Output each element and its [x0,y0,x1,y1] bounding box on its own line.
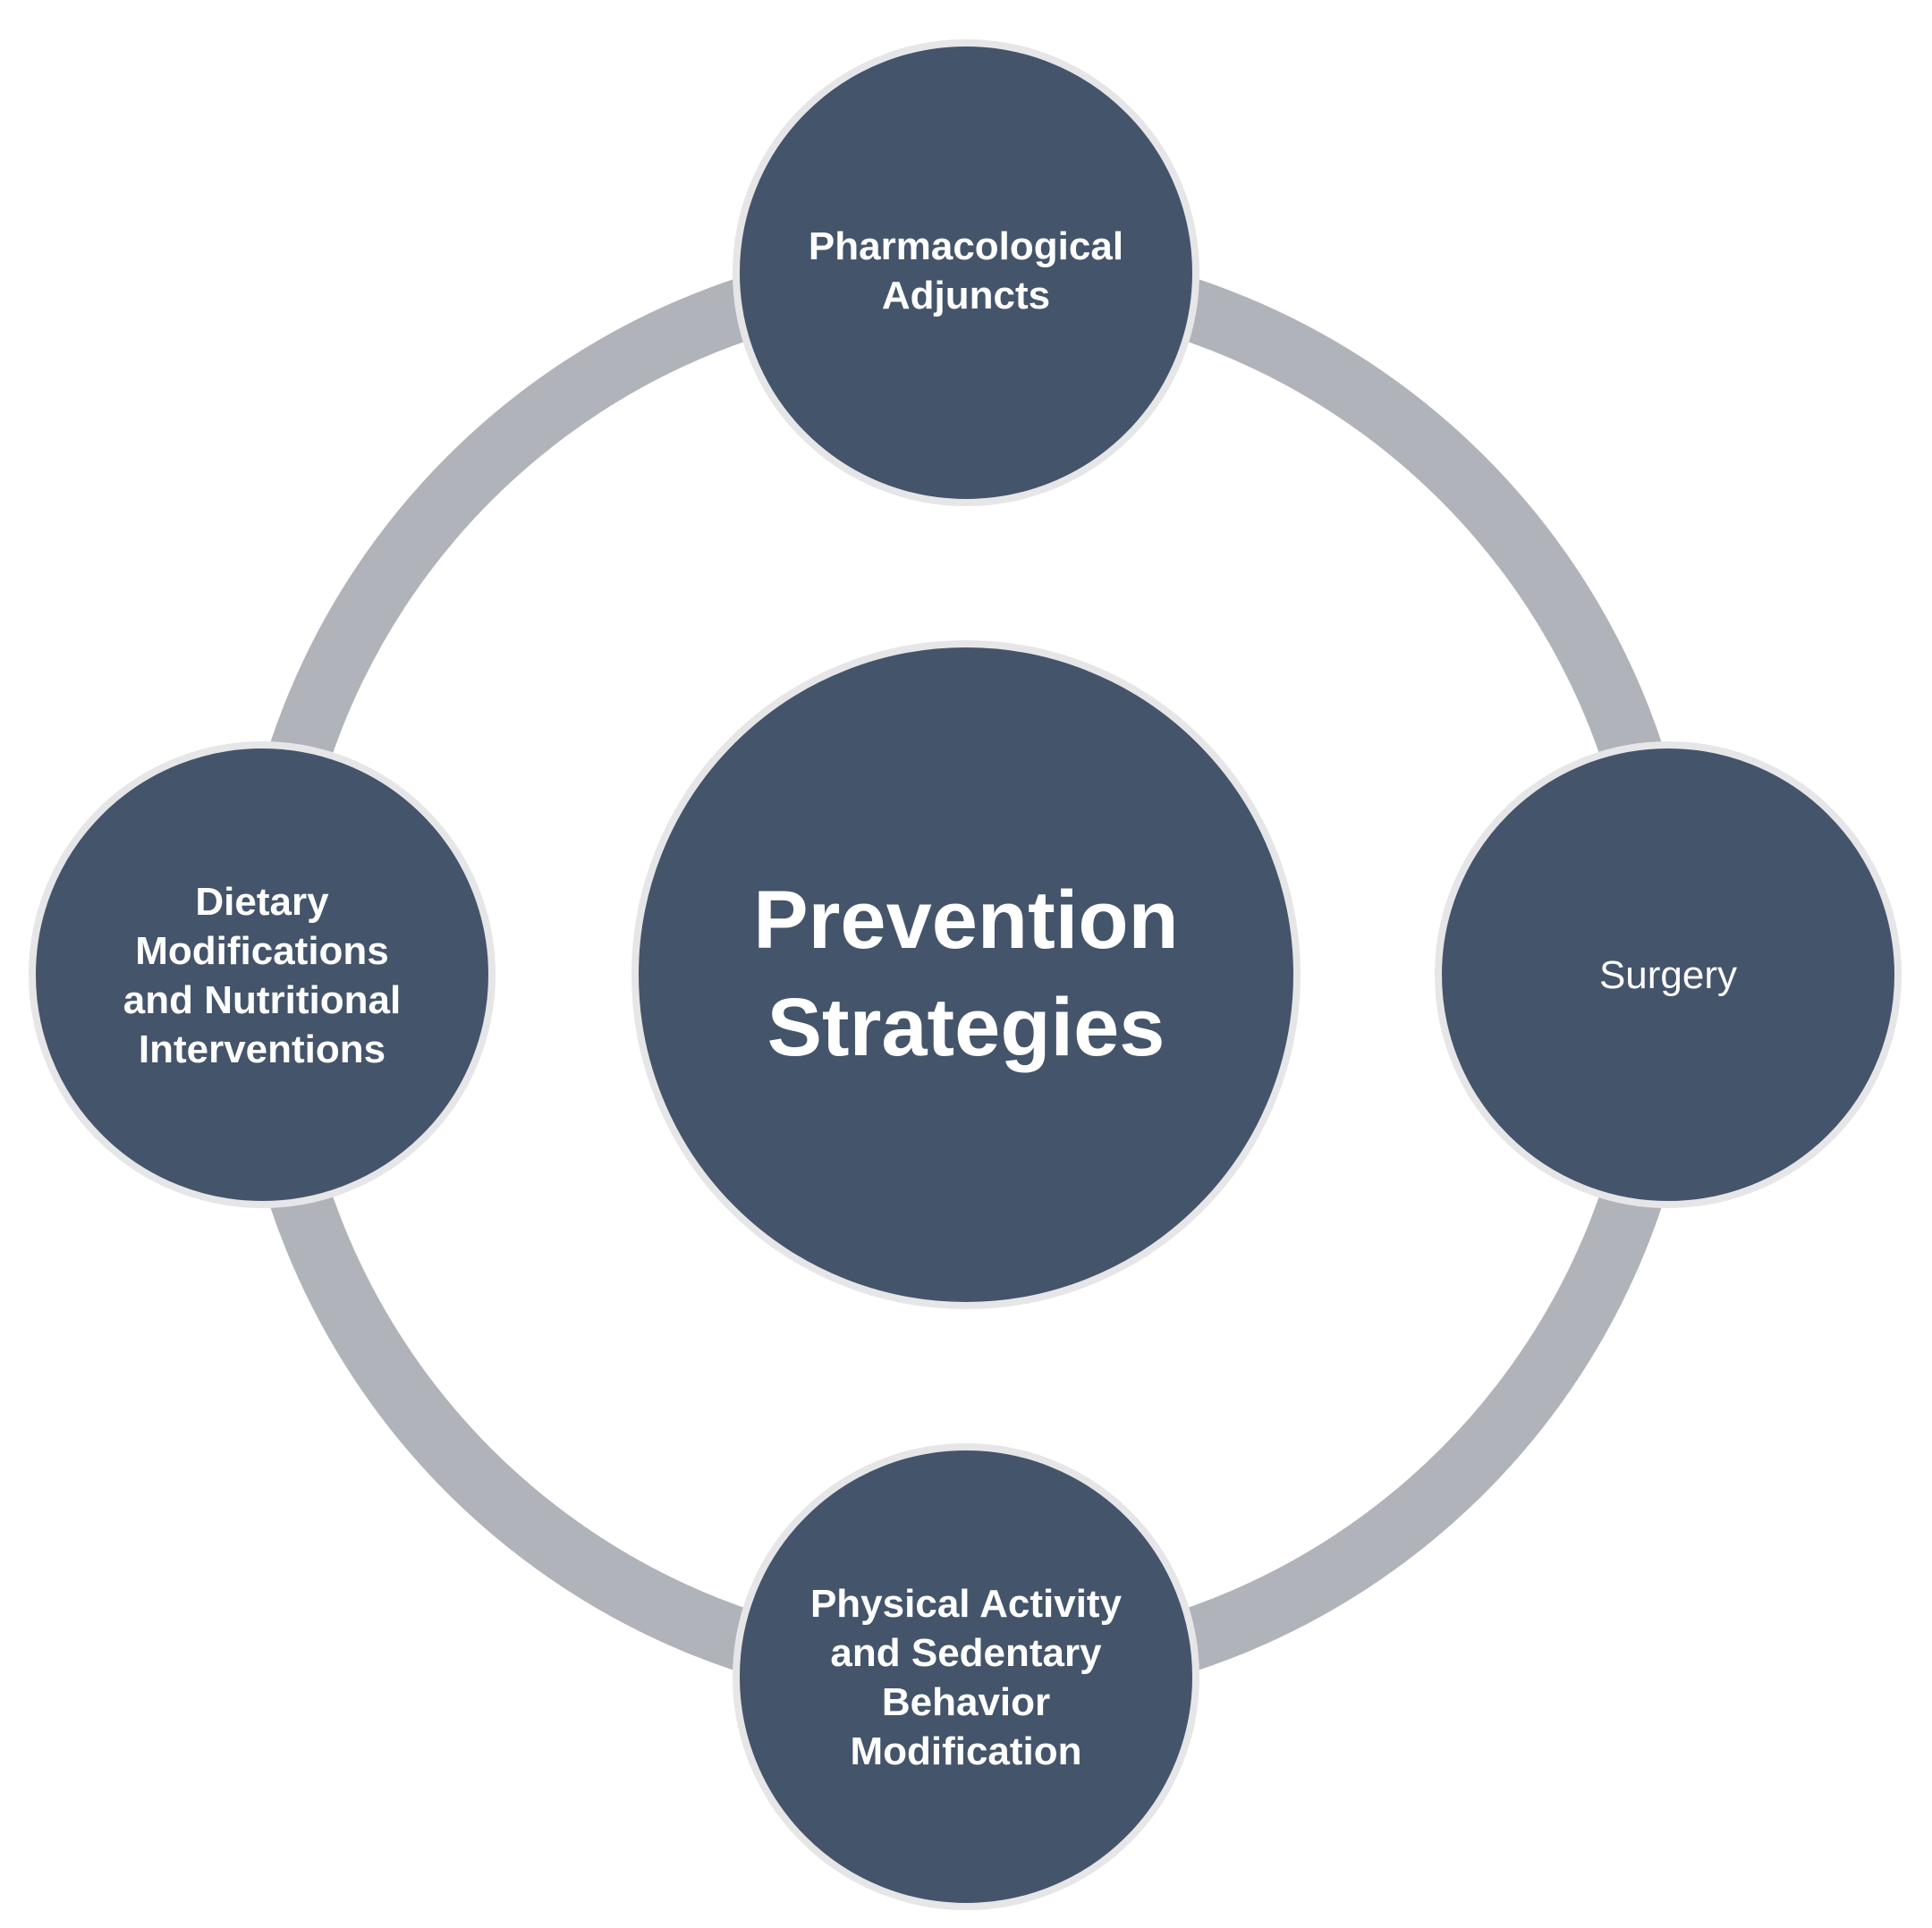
node-circle-right [1435,741,1902,1208]
node-left-label-line-4: Interventions [139,1027,386,1071]
node-surgery: Surgery [1435,741,1902,1208]
node-dietary-modifications: Dietary Modifications and Nutritional In… [29,741,496,1208]
node-circle-bottom [733,1443,1199,1910]
node-physical-activity: Physical Activity and Sedentary Behavior… [733,1443,1199,1910]
node-bottom-label-line-3: Behavior [882,1680,1050,1724]
node-top-label-line-2: Adjuncts [882,274,1050,317]
node-left-label-line-3: and Nutritional [123,978,401,1022]
node-left-label-line-1: Dietary [195,880,329,924]
center-node: Prevention Strategies [631,640,1301,1309]
center-label-line-1: Prevention [753,875,1178,966]
center-label-line-2: Strategies [767,982,1165,1073]
node-top-label-line-1: Pharmacological [809,224,1123,268]
node-bottom-label-line-4: Modification [850,1729,1081,1773]
node-right-label-line-1: Surgery [1599,953,1737,997]
node-circle-top [733,39,1199,506]
node-pharmacological-adjuncts: Pharmacological Adjuncts [733,39,1199,506]
node-bottom-label-line-2: and Sedentary [830,1631,1102,1675]
node-circle-left [29,741,496,1208]
center-circle [631,640,1301,1309]
node-bottom-label-line-1: Physical Activity [810,1582,1123,1626]
node-left-label-line-2: Modifications [135,929,389,973]
